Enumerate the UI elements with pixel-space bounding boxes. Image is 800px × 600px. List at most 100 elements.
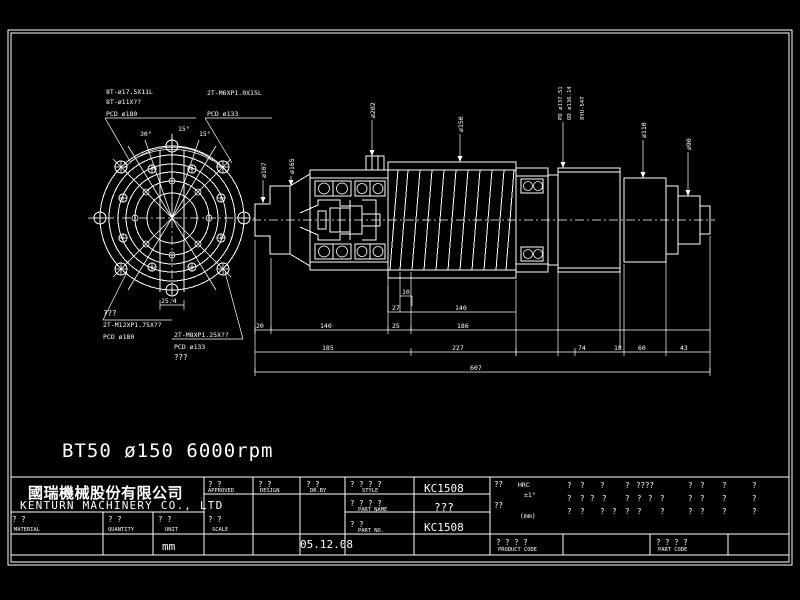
dim-row-right: 74 18 60 43: [515, 344, 710, 356]
dim-10-group: 10: [400, 288, 412, 297]
field-drby: ? ? DR.BY 05.12.08: [300, 480, 353, 551]
tol-grid-r2g: ?: [648, 494, 653, 503]
q-part-code: ? ? ? ?: [656, 538, 688, 547]
tol-grid-r2e: ?: [625, 494, 630, 503]
field-scale: SCALE ? ?: [208, 515, 228, 533]
dim-row-overall: 607: [254, 364, 711, 376]
dim-dia-110: ø110: [640, 122, 648, 138]
field-label-quantity: QUANTITY: [108, 527, 135, 533]
annotation-flange-bottom-right: 2T-M8XP1.25X?? PCD ø133 ???: [172, 271, 244, 362]
tolerance-q-top: ??: [494, 480, 503, 489]
front-bearings-lower: [314, 243, 386, 260]
dim-dia-165: ø165: [288, 158, 296, 174]
dim-185: 185: [322, 344, 334, 352]
tol-grid-r2j: ?: [700, 494, 705, 503]
dim-od-136: OD ø136.14: [567, 86, 573, 120]
field-value-drby: 05.12.08: [300, 538, 353, 551]
tolerance-block: ?? HRC ±1° ?? (mm) ? ? ? ? ???? ? ? ? ? …: [494, 480, 757, 520]
dim-row-upper: 27 140: [388, 304, 516, 313]
tol-grid-r2i: ?: [688, 494, 693, 503]
tol-grid-r2c: ?: [590, 494, 595, 503]
dim-10: 10: [402, 288, 410, 296]
tol-grid-r1c: ?: [600, 481, 605, 490]
tol-grid-r2b: ?: [580, 494, 585, 503]
field-label-design: DESIGN: [260, 488, 279, 494]
tol-grid-r1g: ?: [700, 481, 705, 490]
q-approved: ? ?: [208, 480, 222, 489]
tolerance-q-bottom: ??: [494, 501, 503, 510]
field-label-product-code: PRODUCT CODE: [498, 547, 537, 553]
field-label-material: MATERIAL: [14, 527, 40, 533]
field-value-part-no: KC1508: [424, 521, 464, 534]
annot-pcd180-top: PCD ø180: [106, 110, 137, 118]
q-design: ? ?: [258, 480, 272, 489]
dim-18: 18: [614, 344, 622, 352]
tol-grid-r1b: ?: [580, 481, 585, 490]
tol-grid-r3g: ?: [660, 507, 665, 516]
angle-30: 30°: [140, 130, 152, 138]
field-product-code: ? ? ? ? PRODUCT CODE: [496, 538, 537, 553]
dim-pd-137: PD ø137.51: [558, 86, 564, 120]
dim-8yu-54t: 8YU-54T: [580, 96, 586, 120]
dim-row-mid: 185 227: [255, 344, 516, 356]
tol-grid-r1d: ?: [625, 481, 630, 490]
tol-grid-r1f: ?: [688, 481, 693, 490]
spindle-section-view: [252, 155, 715, 279]
tol-grid-r3b: ?: [580, 507, 585, 516]
dim-43: 43: [680, 344, 688, 352]
field-material: MATERIAL ? ?: [12, 515, 40, 533]
tol-grid-r3e: ?: [625, 507, 630, 516]
angle-15b: 15°: [199, 130, 211, 138]
title-block: 國瑞機械股份有限公司 KENTURN MACHINERY CO., LTD MA…: [10, 476, 790, 556]
annot-2t-m6: 2T-M6XP1.0X15L: [207, 89, 262, 97]
company-name-cn: 國瑞機械股份有限公司: [28, 484, 183, 502]
tol-grid-r1e: ????: [636, 481, 654, 490]
annotation-flange-top-right: 2T-M6XP1.0X15L PCD ø133: [204, 89, 272, 164]
tol-grid-r3k: ?: [752, 507, 757, 516]
dim-key-width: 25.4: [159, 297, 185, 310]
tol-grid-r1: ?: [567, 481, 572, 490]
front-bearings-upper: [314, 180, 386, 197]
field-part-code: ? ? ? ? PART CODE: [656, 538, 688, 553]
dim-140-lower: 140: [320, 322, 332, 330]
q-product-code: ? ? ? ?: [496, 538, 528, 547]
annot-q-right: ???: [174, 353, 188, 362]
end-flange-90: [665, 185, 711, 255]
field-label-part-no: PART NO.: [358, 528, 384, 534]
field-part-name: ? ? ? ? PART NAME ???: [350, 499, 454, 514]
diameter-dimensions: ø107 ø165 ø202 ø150 PD ø137.51 OD ø136.1…: [260, 86, 693, 203]
tolerance-angle: ±1°: [524, 491, 536, 499]
tol-grid-r2a: ?: [567, 494, 572, 503]
angle-15a: 15°: [178, 125, 190, 133]
bolt-holes-pcd133: [118, 164, 226, 272]
dim-dia-107: ø107: [260, 162, 268, 178]
field-label-part-code: PART CODE: [658, 547, 687, 553]
dim-74: 74: [578, 344, 586, 352]
annot-8t-17-5: 8T-ø17.5X11L: [106, 88, 153, 96]
tol-grid-r2f: ?: [637, 494, 642, 503]
annot-pcd180-bot: PCD ø180: [103, 333, 134, 341]
field-label-part-name: PART NAME: [358, 507, 387, 513]
q-drby: ? ?: [306, 480, 320, 489]
tol-grid-r3d: ?: [612, 507, 617, 516]
dim-60: 60: [638, 344, 646, 352]
field-label-scale: SCALE: [212, 527, 228, 533]
field-label-unit: UNIT: [165, 527, 179, 533]
tolerance-unit: (mm): [520, 512, 536, 520]
field-style: ? ? ? ? STYLE KC1508: [350, 480, 464, 495]
page-title: BT50 ø150 6000rpm: [62, 440, 273, 462]
dim-140-upper: 140: [455, 304, 467, 312]
q-part-name: ? ? ? ?: [350, 499, 382, 508]
dim-186: 186: [457, 322, 469, 330]
drawing-border: [7, 29, 793, 566]
rear-bearing-housing: [515, 167, 559, 273]
dim-20: 20: [256, 322, 264, 330]
field-value-style: KC1508: [424, 482, 464, 495]
q-quantity: ? ?: [108, 515, 122, 524]
q-material: ? ?: [12, 515, 26, 524]
q-unit: ? ?: [158, 515, 172, 524]
linear-dimensions: 10 27 140 20 140 25 186: [254, 236, 711, 376]
annotation-flange-bottom-left: ??? 2T-M12XP1.75X?? PCD ø180: [102, 271, 172, 341]
annot-2t-m8: 2T-M8XP1.25X??: [174, 331, 229, 339]
